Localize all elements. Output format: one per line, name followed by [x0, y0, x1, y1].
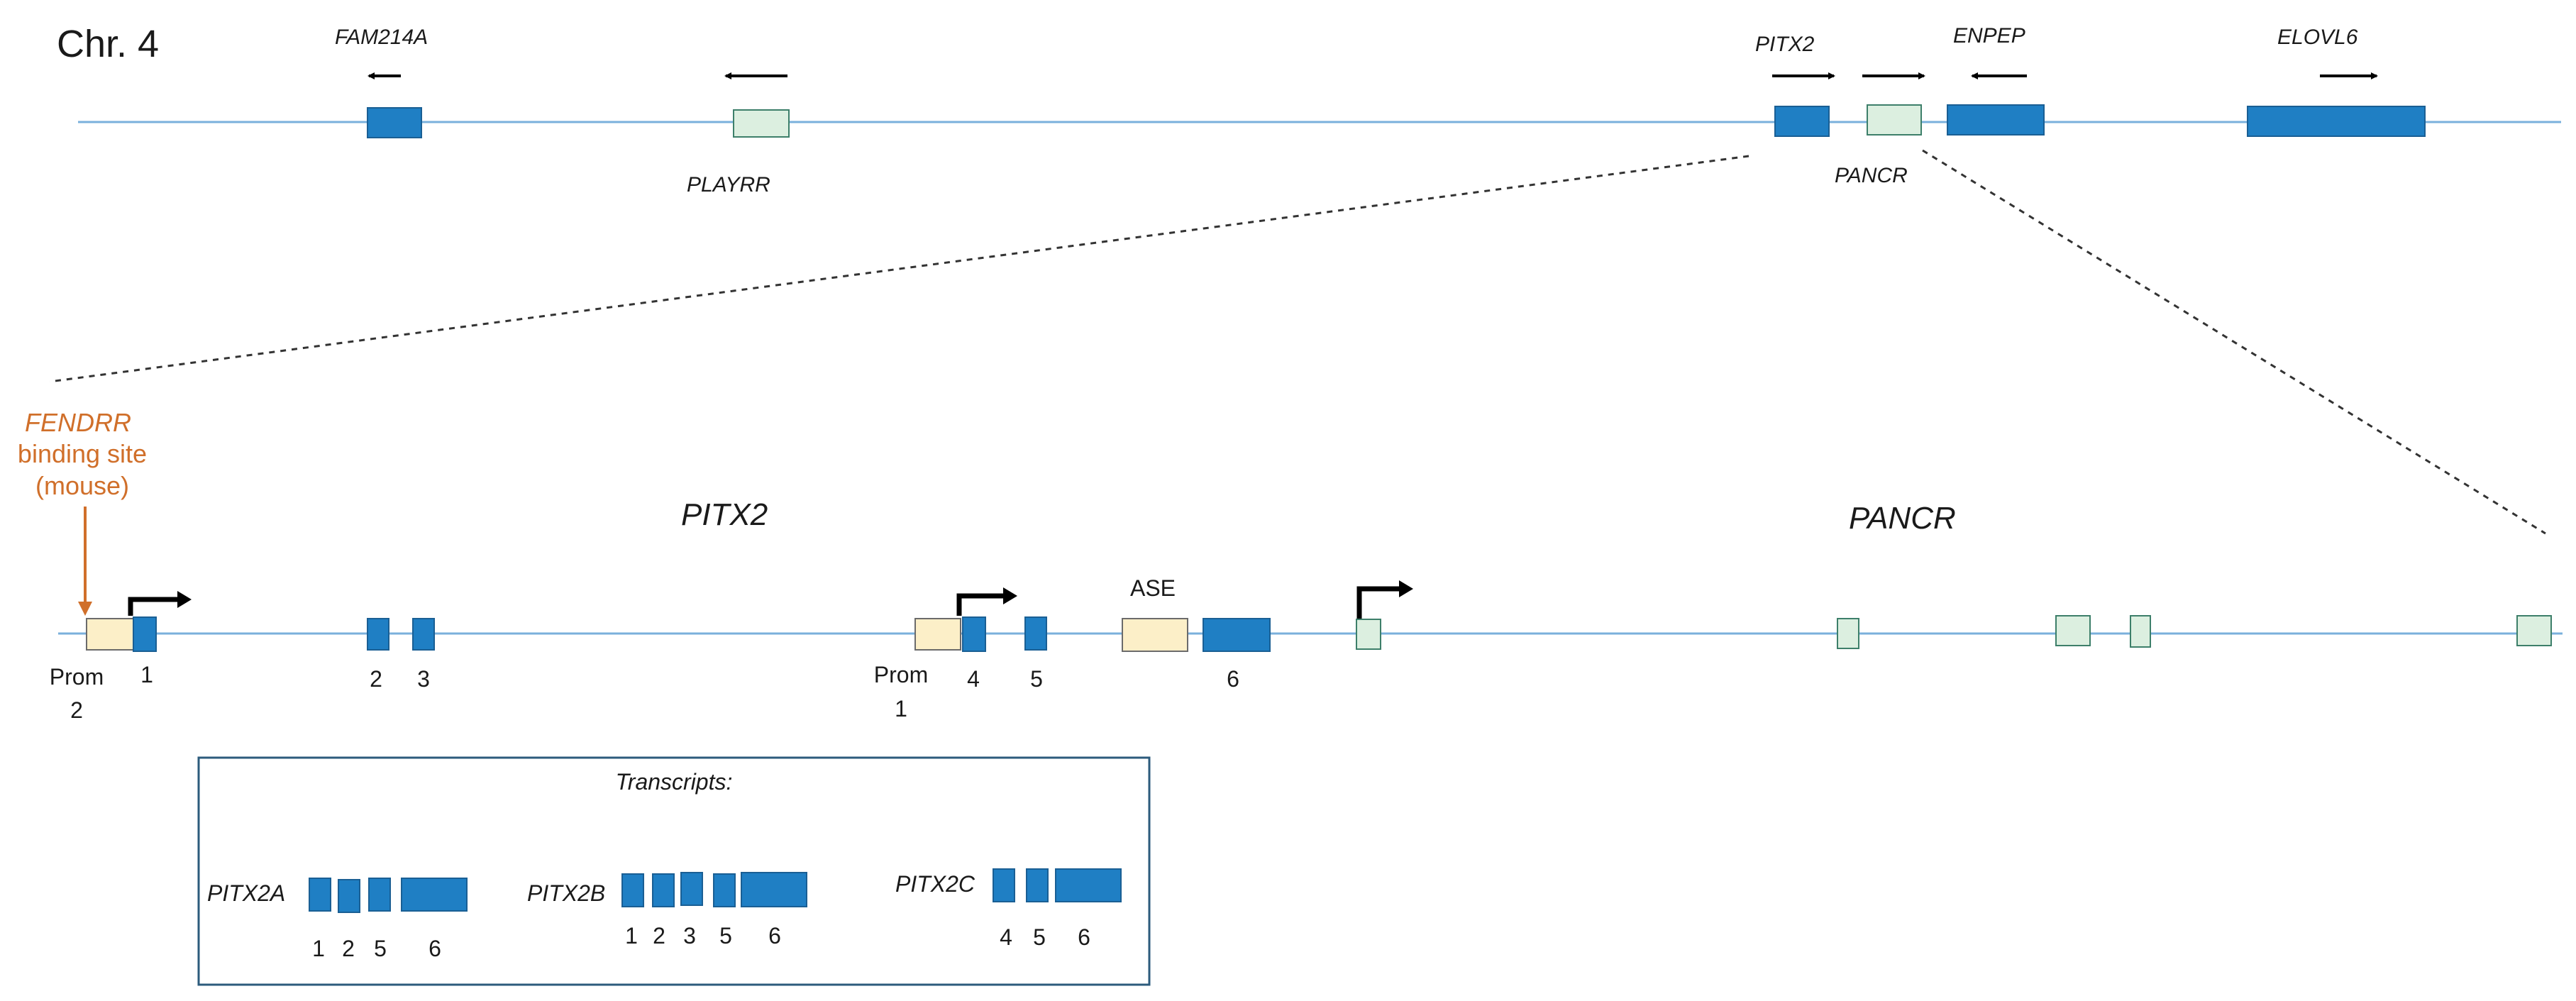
pitx2c-exon-5 [1026, 868, 1049, 902]
exon-number-5: 5 [1030, 666, 1043, 692]
pitx2b-exon-number-1: 1 [625, 923, 638, 949]
fendrr-mouse-label: (mouse) [35, 471, 129, 500]
pitx2a-exon-number-2: 2 [342, 936, 355, 961]
gene-label-playrr: PLAYRR [687, 173, 770, 197]
pitx2c-exon-number-4: 4 [1000, 924, 1012, 950]
pitx2b-exon-6 [741, 872, 807, 907]
pitx2b-exon-number-6: 6 [768, 923, 781, 949]
gene-label-pancr: PANCR [1835, 164, 1908, 187]
pancr-exon-2-box [1837, 618, 1859, 649]
exon-number-2: 2 [370, 666, 382, 692]
pancr-exon-4-box [2130, 615, 2151, 648]
gene-box-enpep [1947, 104, 2045, 136]
exon-1-box [133, 616, 157, 652]
fendrr-binding-site-label: binding site [18, 439, 147, 468]
exon-number-1: 1 [140, 662, 153, 687]
prom2-label-line2: 2 [70, 697, 83, 723]
exon-3-box [412, 618, 435, 651]
gene-label-fam214a: FAM214A [335, 26, 428, 49]
pitx2b-exon-1 [621, 873, 644, 907]
pitx2c-exon-6 [1055, 868, 1122, 902]
gene-label-elovl6: ELOVL6 [2277, 26, 2358, 49]
zoom-title-pitx2: PITX2 [681, 497, 768, 532]
prom1-label-line2: 1 [895, 696, 907, 721]
transcripts-title: Transcripts: [616, 769, 733, 795]
prom1-label-line1: Prom [874, 662, 928, 687]
pitx2c-exon-4 [993, 868, 1015, 902]
transcript-name-pitx2b: PITX2B [527, 880, 605, 906]
pancr-exon-1-box [1356, 619, 1381, 650]
tss-arrow-prom2 [128, 597, 180, 616]
pitx2c-exon-number-5: 5 [1033, 924, 1046, 950]
zoom-dashed-line-left [49, 155, 1749, 383]
transcript-name-pitx2c: PITX2C [895, 871, 975, 897]
pitx2a-exon-number-5: 5 [374, 936, 387, 961]
fendrr-arrowhead [78, 602, 92, 616]
exon-number-6: 6 [1227, 666, 1239, 692]
gene-label-pitx2: PITX2 [1755, 33, 1815, 56]
pitx2c-exon-number-6: 6 [1078, 924, 1090, 950]
zoom-title-pancr: PANCR [1849, 501, 1956, 536]
pitx2a-exon-number-1: 1 [312, 936, 325, 961]
pitx2a-exon-1 [309, 878, 331, 912]
pitx2a-exon-2 [338, 879, 360, 913]
pitx2a-exon-number-6: 6 [429, 936, 441, 961]
tss-arrow-prom1 [956, 593, 1006, 616]
transcript-name-pitx2a: PITX2A [207, 880, 285, 906]
pitx2a-exon-6 [401, 878, 468, 912]
zoom-dashed-line-right [1922, 149, 2546, 535]
ase-box [1122, 618, 1188, 652]
exon-5-box [1024, 616, 1047, 651]
gene-box-elovl6 [2247, 106, 2426, 137]
exon-4-box [962, 616, 986, 652]
tss-arrow-pancr [1356, 586, 1402, 621]
pitx2b-exon-number-2: 2 [653, 923, 665, 949]
tss-arrowhead-prom2 [177, 591, 192, 608]
gene-box-playrr [733, 109, 790, 138]
pancr-exon-5-box [2516, 615, 2552, 646]
exon-number-3: 3 [417, 666, 430, 692]
gene-box-pancr [1867, 104, 1922, 136]
chromosome-label: Chr. 4 [57, 23, 159, 65]
tss-arrowhead-prom1 [1003, 587, 1017, 604]
exon-2-box [367, 618, 389, 651]
promoter-2-box [86, 618, 134, 651]
gene-box-pitx2 [1774, 106, 1830, 137]
transcripts-box [197, 756, 1151, 986]
pitx2b-exon-2 [652, 873, 675, 907]
fendrr-label: FENDRR [25, 408, 131, 437]
pitx2b-exon-number-5: 5 [719, 923, 732, 949]
ase-label: ASE [1130, 575, 1176, 601]
exon-number-4: 4 [967, 666, 980, 692]
pitx2b-exon-3 [680, 872, 703, 906]
prom2-label-line1: Prom [50, 664, 104, 690]
exon-6-box [1203, 618, 1271, 652]
gene-box-fam214a [367, 107, 422, 138]
pancr-exon-3-box [2055, 615, 2091, 646]
gene-label-enpep: ENPEP [1953, 24, 2025, 48]
tss-arrowhead-pancr [1399, 580, 1413, 597]
promoter-1-box [914, 618, 961, 651]
pitx2a-exon-5 [368, 878, 391, 912]
pitx2b-exon-5 [713, 873, 736, 907]
pitx2b-exon-number-3: 3 [683, 923, 696, 949]
